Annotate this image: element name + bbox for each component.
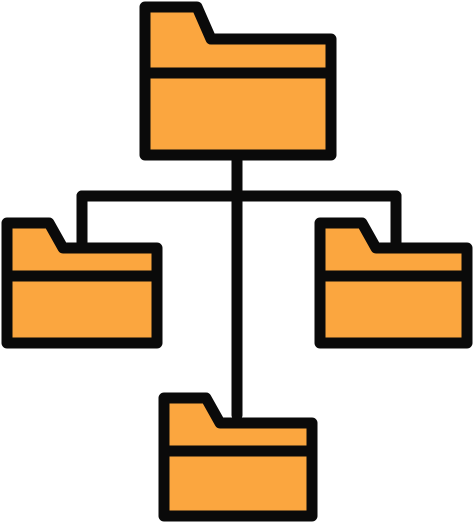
folder-body (139, 1, 337, 161)
bottom-folder-icon (158, 392, 318, 522)
folder-body (314, 217, 473, 349)
folder-body (158, 392, 318, 522)
connector-lines (76, 149, 402, 421)
left-folder-icon (1, 217, 163, 349)
folder-body (1, 217, 163, 349)
root-folder-icon (139, 1, 337, 161)
right-folder-icon (314, 217, 473, 349)
